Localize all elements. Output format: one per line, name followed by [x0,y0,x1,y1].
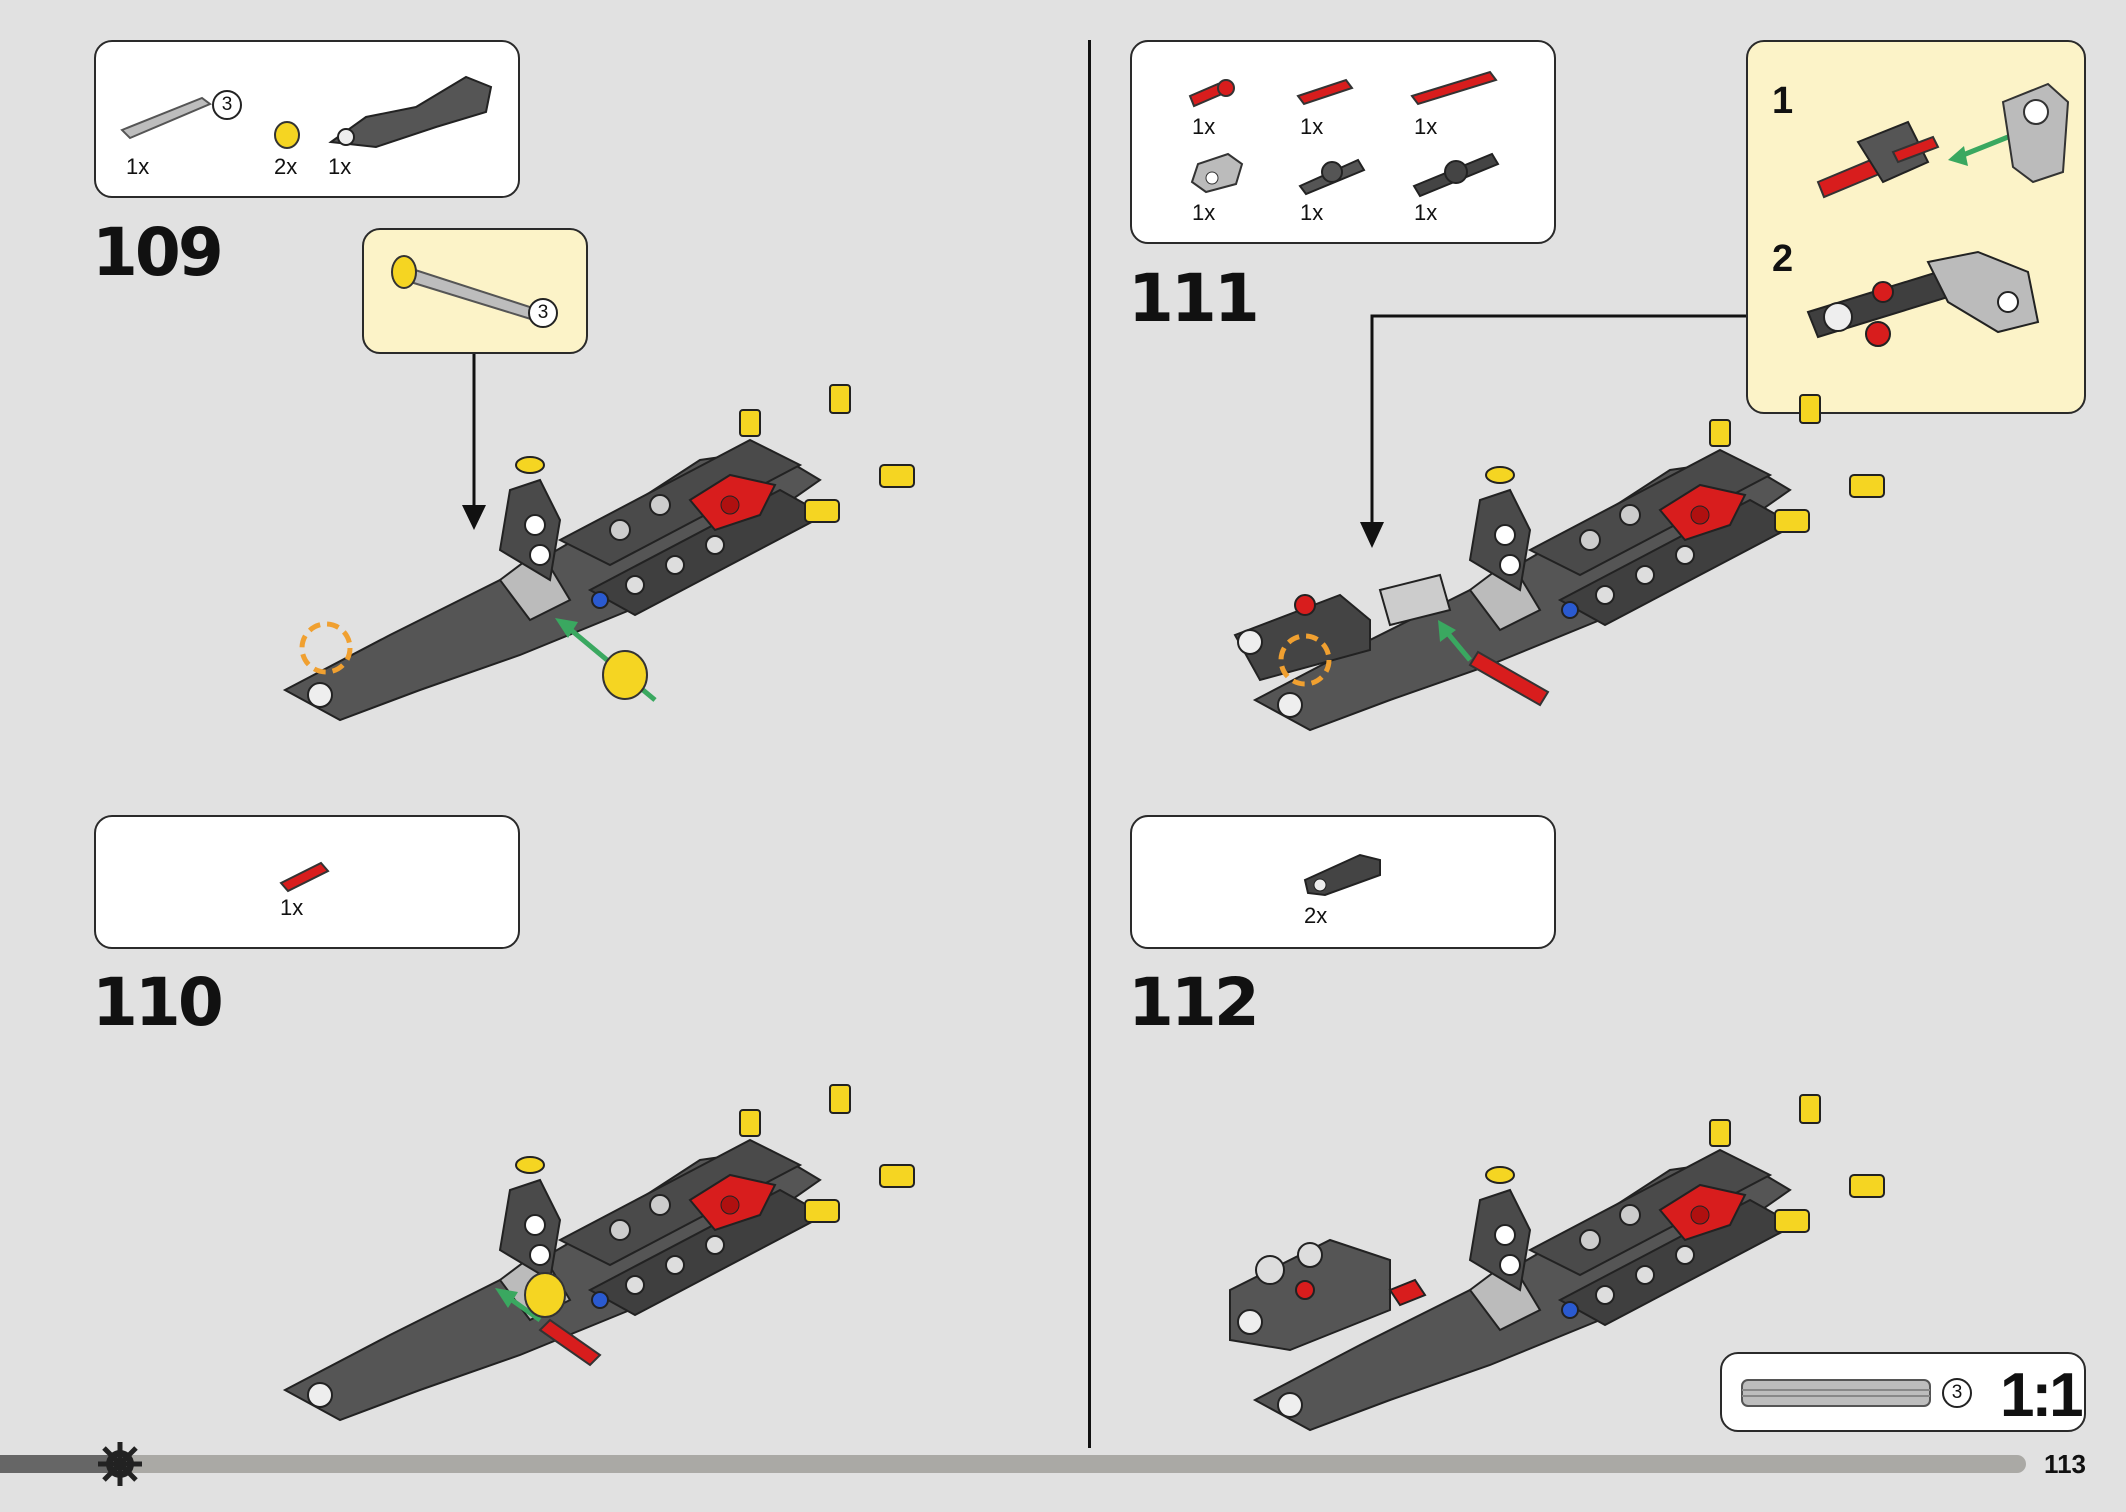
grey-axle-part [120,96,212,140]
part-qty: 1x [1414,114,1438,139]
axle-length-ruler [1741,1379,1931,1407]
part-qty: 1x [1192,200,1216,225]
axle-length-badge: 3 [1942,1378,1972,1408]
step-number: 111 [1128,260,1260,337]
scale-label: 1:1 [2000,1361,2084,1430]
substep-number: 1 [1772,80,1794,122]
step-110-parts-list: 1x [94,815,520,949]
dark-grey-liftarm-part [328,75,493,149]
red-pin-part [1296,78,1354,106]
part-qty: 1x [280,895,304,920]
page-divider [1088,40,1091,1448]
grey-cross-block-part [1190,152,1244,194]
axle-length-badge: 3 [212,90,242,120]
axle-length-badge: 3 [528,298,558,328]
part-qty: 1x [1414,200,1438,225]
red-pin-part [279,861,330,893]
progress-track [0,1455,2026,1473]
step-number: 112 [1128,964,1260,1041]
dark-grey-joint-axle-part [1412,152,1500,198]
part-qty: 1x [126,154,150,179]
gear-icon [96,1440,144,1488]
part-qty: 2x [1304,903,1328,928]
page-number: 113 [2044,1449,2086,1479]
step-112-parts-list: 2x [1130,815,1556,949]
part-qty: 2x [274,154,298,179]
dark-grey-connector-part [1303,853,1381,897]
step-109-callout: 3 [362,228,588,354]
substep-number: 2 [1772,238,1794,280]
step-number: 110 [92,964,224,1041]
part-qty: 1x [1300,114,1324,139]
part-qty: 1x [328,154,352,179]
step-111-model [1233,394,1885,731]
part-qty: 1x [1192,114,1216,139]
step-112-model [1229,1094,1885,1431]
substep-2-model [1806,250,2040,347]
step-number: 109 [92,214,224,291]
progress-fill [0,1455,122,1473]
scale-reference: 3 1:1 [1720,1352,2086,1432]
step-110-model [284,1084,915,1421]
yellow-bush-part [274,121,300,149]
step-111-parts-list: 1x 1x 1x 1x 1x 1x [1130,40,1556,244]
red-ball-pin-part [1188,79,1235,108]
substep-1-model [1816,82,2070,199]
step-111-callout: 1 2 [1746,40,2086,414]
part-qty: 1x [1300,200,1324,225]
step-109-model [284,384,915,721]
dark-grey-ball-joint-part [1298,158,1366,196]
step-109-parts-list: 3 1x 2x 1x [94,40,520,198]
red-axle-pin-part [1410,70,1498,106]
